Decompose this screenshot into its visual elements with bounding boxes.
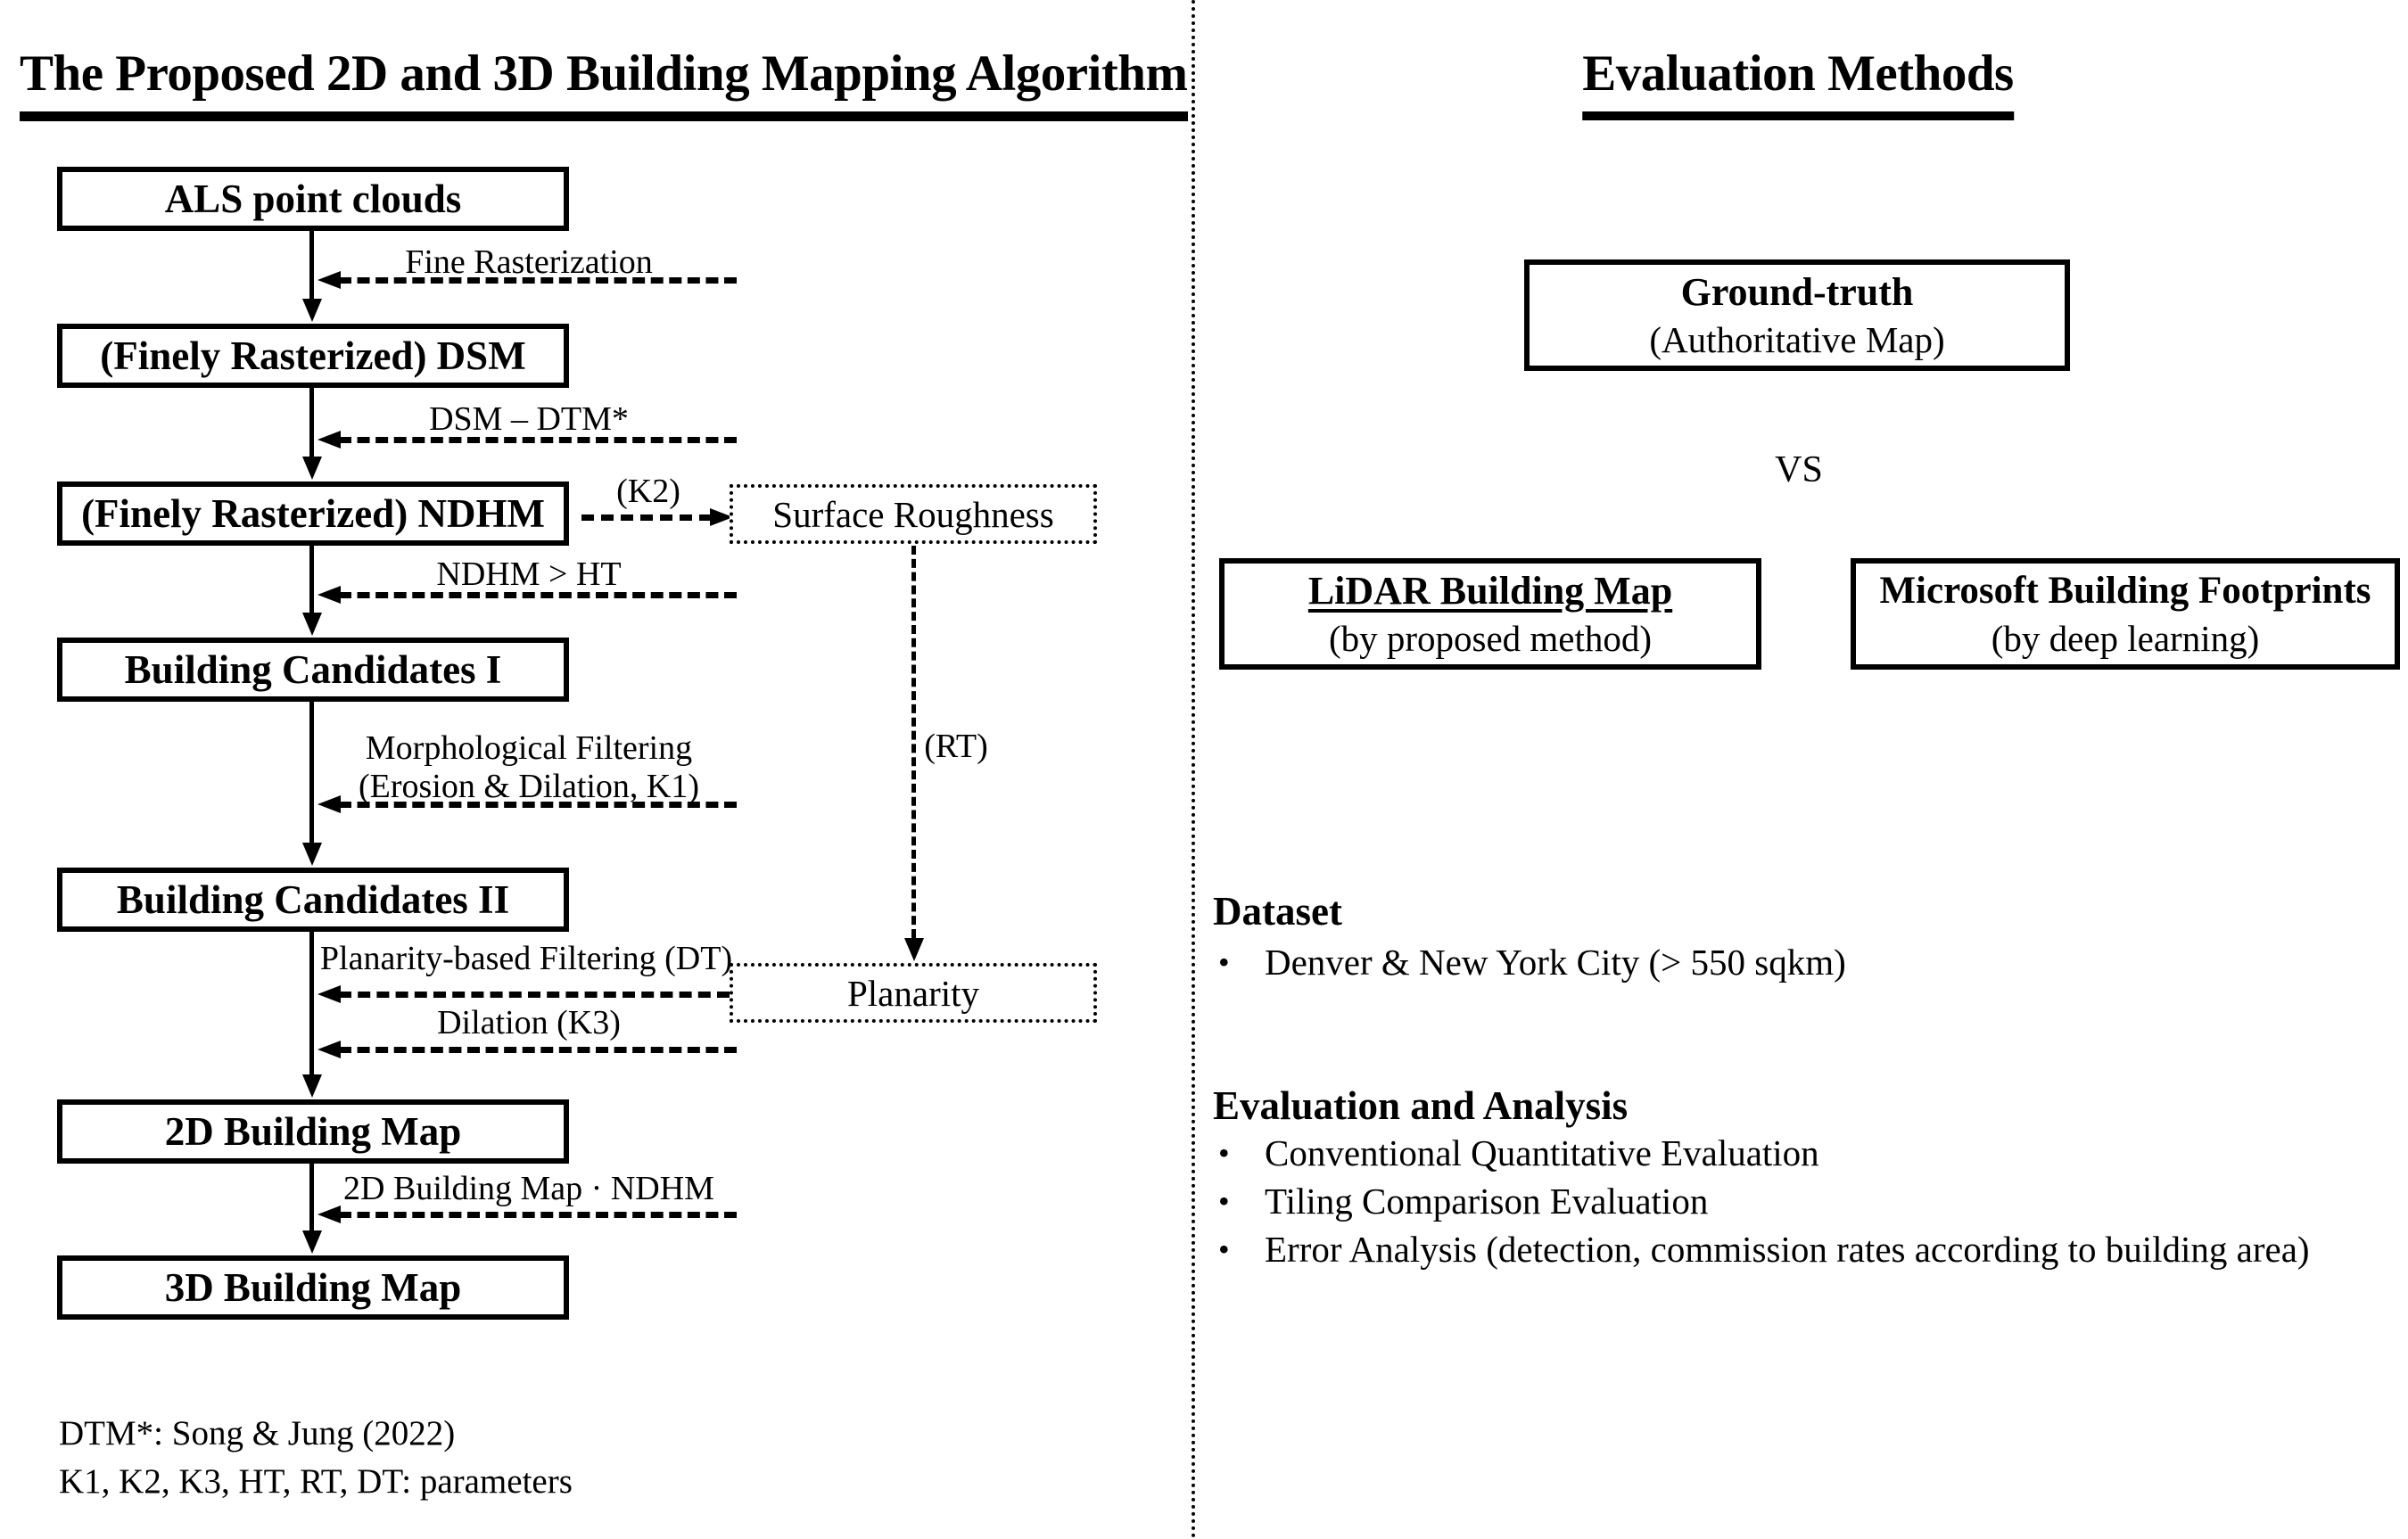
flow-box-2d-building-map: 2D Building Map	[57, 1099, 569, 1164]
ground-truth-subtitle: (Authoritative Map)	[1649, 319, 1945, 360]
rt-label: (RT)	[924, 728, 988, 765]
flow-box-als-point-clouds: ALS point clouds	[57, 167, 569, 231]
side-box-planarity: Planarity	[730, 963, 1097, 1023]
arrow-2d-to-3d-head	[302, 1230, 322, 1254]
fine-rasterization-arrow	[339, 277, 737, 284]
arrow-ndhm-to-bc1-head	[302, 613, 322, 636]
dsm-dtm-label: DSM – DTM*	[429, 400, 629, 438]
k2-arrow	[581, 514, 712, 521]
k2-label: (K2)	[616, 473, 680, 510]
ground-truth-box: Ground-truth (Authoritative Map)	[1524, 259, 2070, 371]
evaluation-item-text: Error Analysis (detection, commission ra…	[1265, 1229, 2310, 1270]
morphological-filtering-label: Morphological Filtering (Erosion & Dilat…	[359, 729, 699, 806]
fine-rasterization-arrow-head	[317, 271, 341, 289]
arrow-bc1-to-bc2-head	[302, 843, 322, 866]
planarity-filtering-label: Planarity-based Filtering (DT)	[319, 940, 733, 977]
arrow-bc1-to-bc2-line	[309, 702, 314, 845]
dilation-label: Dilation (K3)	[437, 1004, 621, 1041]
evaluation-heading: Evaluation and Analysis	[1213, 1083, 1629, 1128]
evaluation-item: • Conventional Quantitative Evaluation	[1218, 1129, 1819, 1177]
flow-box-building-candidates-1: Building Candidates I	[57, 638, 569, 702]
lidar-building-map-box: LiDAR Building Map (by proposed method)	[1219, 558, 1761, 670]
morphological-filtering-arrow	[339, 802, 737, 808]
lidar-building-map-subtitle: (by proposed method)	[1328, 618, 1653, 659]
evaluation-item-text: Conventional Quantitative Evaluation	[1265, 1132, 1819, 1173]
panel-divider-line	[1192, 0, 1195, 1539]
arrow-dsm-to-ndhm-head	[302, 457, 322, 480]
ndhm-ht-label: NDHM > HT	[436, 556, 622, 593]
rt-connector-head	[904, 938, 924, 961]
arrow-dsm-to-ndhm-line	[309, 388, 314, 459]
ndhm-ht-arrow	[339, 592, 737, 598]
map2d-ndhm-label: 2D Building Map · NDHM	[343, 1170, 714, 1207]
dilation-arrow-head	[317, 1041, 341, 1058]
map2d-ndhm-arrow-head	[317, 1206, 341, 1223]
ground-truth-title: Ground-truth	[1680, 270, 1914, 314]
rt-connector-line	[911, 546, 916, 938]
dilation-arrow	[339, 1047, 737, 1053]
morphological-filtering-arrow-head	[317, 795, 341, 813]
evaluation-item-text: Tiling Comparison Evaluation	[1265, 1181, 1709, 1222]
bullet-icon: •	[1218, 1183, 1230, 1219]
evaluation-item: • Error Analysis (detection, commission …	[1218, 1225, 2310, 1273]
ndhm-ht-arrow-head	[317, 586, 341, 604]
flow-box-3d-building-map: 3D Building Map	[57, 1255, 569, 1320]
microsoft-footprints-subtitle: (by deep learning)	[1991, 618, 2260, 659]
bullet-icon: •	[1218, 1231, 1230, 1267]
microsoft-footprints-title: Microsoft Building Footprints	[1879, 570, 2371, 612]
bullet-icon: •	[1218, 1135, 1230, 1171]
evaluation-item: • Tiling Comparison Evaluation	[1218, 1177, 1708, 1225]
lidar-building-map-title: LiDAR Building Map	[1307, 569, 1673, 613]
dataset-item-text: Denver & New York City (> 550 sqkm)	[1265, 942, 1846, 983]
arrow-als-to-dsm-line	[309, 231, 314, 302]
footnote-dtm: DTM*: Song & Jung (2022)	[59, 1414, 456, 1453]
right-panel-title: Evaluation Methods	[1582, 45, 2014, 120]
flow-box-ndhm: (Finely Rasterized) NDHM	[57, 481, 569, 546]
k2-arrow-head	[710, 508, 733, 526]
dsm-dtm-arrow	[339, 437, 737, 443]
dsm-dtm-arrow-head	[317, 431, 341, 449]
side-box-surface-roughness: Surface Roughness	[730, 484, 1097, 544]
vs-label: VS	[1775, 449, 1823, 490]
arrow-ndhm-to-bc1-line	[309, 546, 314, 615]
map2d-ndhm-arrow	[339, 1212, 737, 1218]
fine-rasterization-label: Fine Rasterization	[405, 243, 653, 281]
dataset-item: • Denver & New York City (> 550 sqkm)	[1218, 938, 1846, 986]
morphological-filtering-label-line2: (Erosion & Dilation, K1)	[358, 768, 700, 805]
arrow-2d-to-3d-line	[309, 1164, 314, 1233]
morphological-filtering-label-line1: Morphological Filtering	[365, 729, 693, 767]
dataset-heading: Dataset	[1213, 889, 1342, 934]
arrow-als-to-dsm-head	[302, 299, 322, 322]
flow-box-dsm: (Finely Rasterized) DSM	[57, 324, 569, 388]
planarity-filtering-arrow-head	[317, 985, 341, 1003]
left-panel-title: The Proposed 2D and 3D Building Mapping …	[20, 45, 1188, 121]
arrow-bc2-to-2d-line	[309, 932, 314, 1077]
footnote-parameters: K1, K2, K3, HT, RT, DT: parameters	[59, 1462, 573, 1501]
planarity-filtering-arrow	[339, 992, 730, 998]
flow-box-building-candidates-2: Building Candidates II	[57, 868, 569, 932]
arrow-bc2-to-2d-head	[302, 1074, 322, 1098]
microsoft-footprints-box: Microsoft Building Footprints (by deep l…	[1851, 558, 2400, 670]
bullet-icon: •	[1218, 944, 1230, 980]
